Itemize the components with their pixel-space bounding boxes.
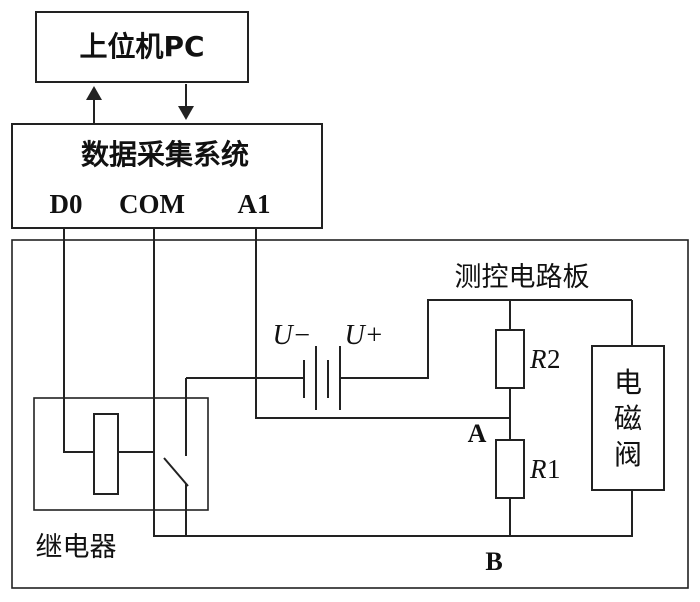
- host-pc-label: 上位机PC: [79, 30, 204, 63]
- relay-switch: [163, 378, 189, 536]
- r1-letter: R: [529, 454, 547, 484]
- port-com-label: COM: [119, 189, 185, 219]
- r2-index: 2: [547, 344, 561, 374]
- battery-symbol: [303, 346, 341, 410]
- port-d0-label: D0: [50, 189, 83, 219]
- wire-d0: [63, 228, 100, 453]
- upload-arrow: [86, 86, 102, 124]
- daq-system-box: [11, 123, 323, 229]
- download-arrow: [178, 84, 194, 120]
- daq-system-title: 数据采集系统: [81, 138, 249, 171]
- battery-negative-label: U−: [272, 320, 311, 351]
- relay-label: 继电器: [36, 532, 117, 563]
- wire-com: [153, 228, 510, 537]
- host-pc-box: [35, 11, 249, 83]
- control-board-label: 测控电路板: [455, 262, 590, 293]
- resistor-r2: [495, 329, 525, 389]
- enclosure-frame: [11, 239, 689, 589]
- solenoid-char-2: 磁: [614, 402, 642, 435]
- battery-positive-label: U+: [344, 320, 383, 351]
- wire-top-rail: [340, 299, 632, 379]
- relay-coil: [93, 413, 119, 495]
- resistor-r1: [495, 439, 525, 499]
- solenoid-char-1: 电: [614, 366, 642, 399]
- port-a1-label: A1: [238, 189, 271, 219]
- r2-letter: R: [529, 344, 547, 374]
- solenoid-valve-box: [591, 345, 665, 491]
- wire-valve-to-bottom: [510, 490, 633, 537]
- solenoid-char-3: 阀: [614, 438, 642, 471]
- node-a-label: A: [468, 419, 487, 448]
- wire-a1: [255, 228, 510, 419]
- r1-index: 1: [547, 454, 561, 484]
- relay-box: [33, 397, 209, 511]
- node-b-label: B: [485, 547, 502, 576]
